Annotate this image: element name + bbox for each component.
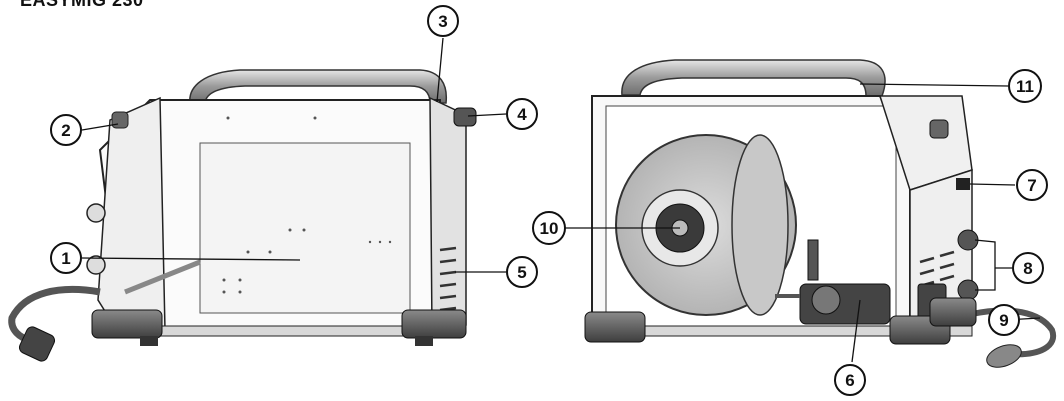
callout-1: 1 bbox=[50, 242, 82, 274]
product-title: EASYMIG 230 bbox=[20, 0, 144, 10]
left-foot-front bbox=[91, 309, 163, 339]
left-rear-panel bbox=[429, 96, 467, 331]
left-front-panel bbox=[97, 96, 166, 333]
callout-5: 5 bbox=[506, 256, 538, 288]
callout-9: 9 bbox=[988, 304, 1020, 336]
callout-2: 2 bbox=[50, 114, 82, 146]
power-switch bbox=[956, 178, 970, 190]
callout-8: 8 bbox=[1012, 252, 1044, 284]
right-foot-front bbox=[584, 311, 646, 343]
leader-lines bbox=[81, 37, 1041, 363]
right-handle bbox=[621, 59, 886, 97]
right-machine bbox=[584, 59, 1057, 368]
svg-text:11: 11 bbox=[1016, 77, 1034, 96]
svg-text:6: 6 bbox=[845, 371, 854, 390]
svg-text:3: 3 bbox=[438, 12, 447, 31]
callout-4: 4 bbox=[506, 98, 538, 130]
left-inner-plate bbox=[199, 142, 411, 314]
callout-11: 11 bbox=[1008, 69, 1042, 103]
svg-text:4: 4 bbox=[517, 105, 527, 124]
left-cable bbox=[8, 285, 101, 344]
callout-6: 6 bbox=[834, 364, 866, 396]
svg-text:10: 10 bbox=[540, 219, 559, 238]
svg-text:9: 9 bbox=[999, 311, 1008, 330]
left-handle bbox=[189, 69, 448, 104]
callout-3: 3 bbox=[427, 5, 459, 37]
left-foot-rear bbox=[401, 309, 467, 339]
left-machine bbox=[8, 69, 477, 362]
svg-text:7: 7 bbox=[1027, 176, 1036, 195]
svg-text:1: 1 bbox=[61, 249, 70, 268]
callout-7: 7 bbox=[1016, 169, 1048, 201]
svg-text:2: 2 bbox=[61, 121, 70, 140]
svg-text:8: 8 bbox=[1023, 259, 1032, 278]
callout-10: 10 bbox=[532, 211, 566, 245]
svg-text:5: 5 bbox=[517, 263, 526, 282]
